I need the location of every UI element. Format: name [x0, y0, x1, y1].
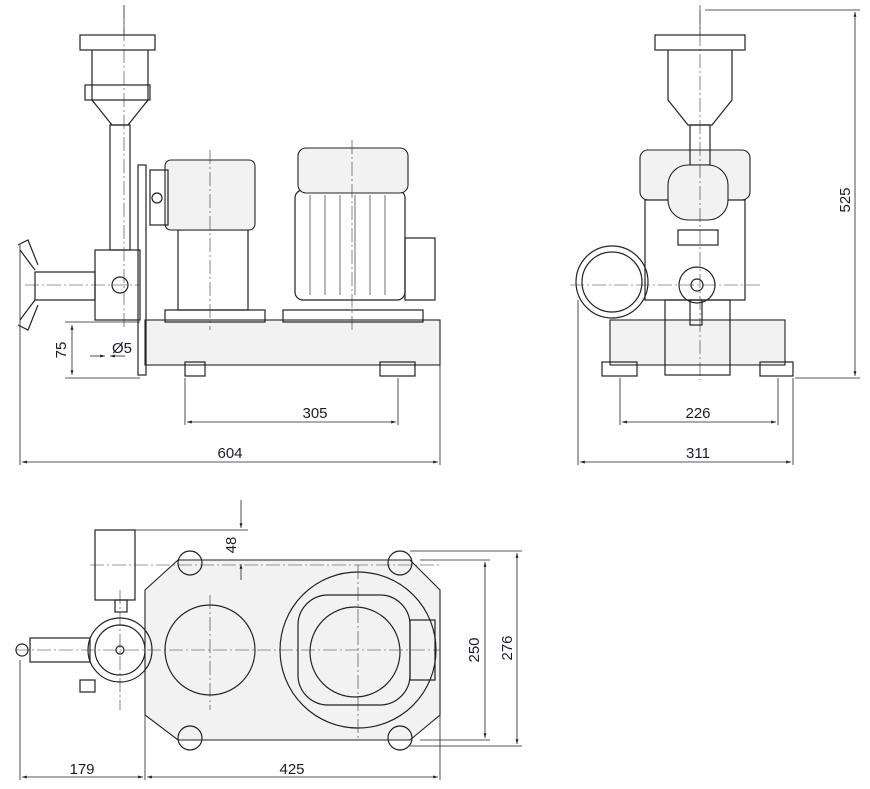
- dim-75: 75: [53, 342, 70, 359]
- dim-425: 425: [279, 761, 304, 778]
- dim-179: 179: [69, 761, 94, 778]
- side-view: [17, 5, 441, 377]
- dim-226: 226: [685, 405, 710, 422]
- dim-311: 311: [686, 445, 710, 462]
- dimension-lines: [19, 9, 860, 780]
- dim-250: 250: [466, 637, 483, 662]
- dim-525: 525: [837, 187, 854, 212]
- dim-276: 276: [499, 635, 516, 660]
- dim-604: 604: [217, 445, 242, 462]
- top-view: [15, 529, 441, 751]
- dim-305: 305: [302, 405, 327, 422]
- dim-48: 48: [223, 537, 240, 554]
- dim-diameter-5: Ø5: [112, 340, 132, 357]
- dimension-labels: 75 Ø5 305 604 226 311 525 48 250 276 179…: [53, 187, 854, 778]
- front-view: [570, 5, 794, 380]
